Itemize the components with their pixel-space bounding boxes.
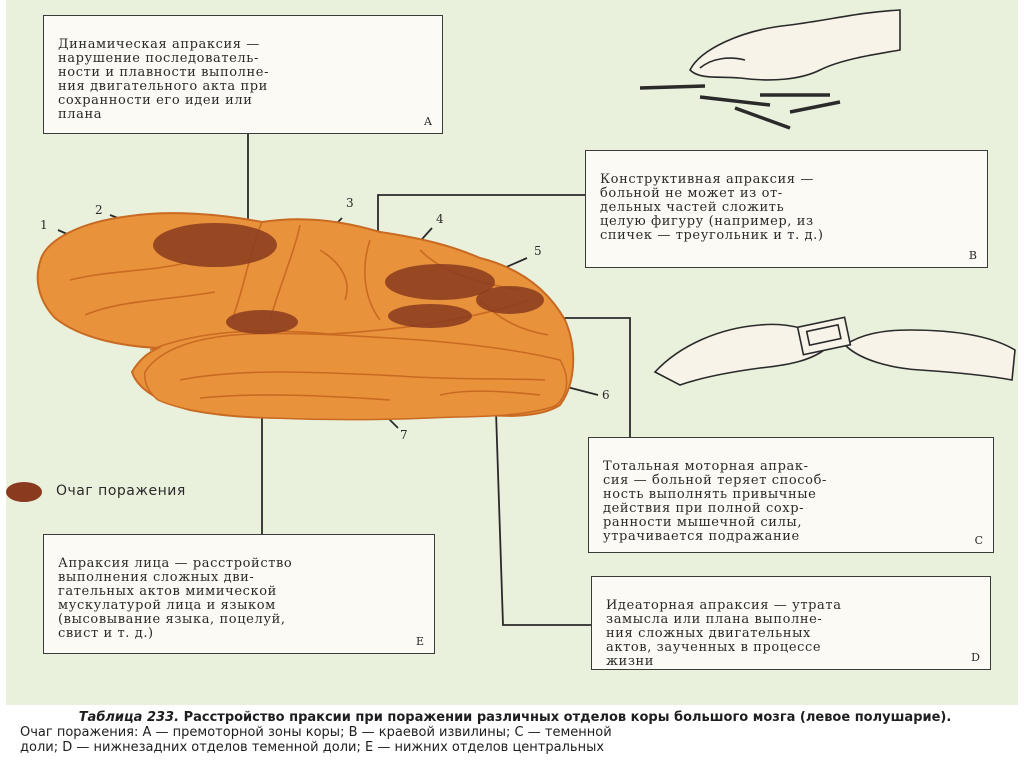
lesion-premotor [153,223,277,267]
box-facial-apraxia: Апраксия лица — расстройство выполнения … [43,534,435,654]
box-a-letter: A [424,115,432,129]
region-number-3: 3 [346,196,354,210]
box-d-letter: D [971,651,980,665]
match-1 [640,86,705,88]
box-c-text: Тотальная моторная апрак- сия — больной … [603,460,983,544]
box-a-text: Динамическая апраксия — нарушение послед… [58,38,432,122]
caption-line-2: доли; D — нижнезадних отделов теменной д… [20,740,1010,755]
box-b-letter: B [969,249,977,263]
box-c-letter: C [975,534,983,548]
lesion-legend-label: Очаг поражения [56,483,186,499]
caption-title-line: Таблица 233. Расстройство праксии при по… [20,710,1010,725]
region-number-4: 4 [436,212,444,226]
box-ideational-apraxia: Идеаторная апраксия — утрата замысла или… [591,576,991,670]
figure-caption: Таблица 233. Расстройство праксии при по… [20,710,1010,755]
lesion-posterior-parietal [476,286,544,314]
box-e-letter: E [416,635,424,649]
box-dynamic-apraxia: Динамическая апраксия — нарушение послед… [43,15,443,134]
lesion-supramarginal [385,264,495,300]
box-e-text: Апраксия лица — расстройство выполнения … [58,557,424,641]
region-number-5: 5 [534,244,542,258]
box-total-motor-apraxia: Тотальная моторная апрак- сия — больной … [588,437,994,553]
lesion-lower-central [226,310,298,334]
region-number-7: 7 [400,428,408,442]
caption-table-ref: Таблица 233. [79,710,179,725]
box-d-text: Идеаторная апраксия — утрата замысла или… [606,599,980,669]
region-number-6: 6 [602,388,610,402]
box-b-text: Конструктивная апраксия — больной не мож… [600,173,977,243]
caption-title: Расстройство праксии при поражении разли… [184,710,952,725]
lesion-parietal-lower [388,304,472,328]
caption-line-1: Очаг поражения: A — премоторной зоны кор… [20,725,1010,740]
lesion-legend-swatch [6,482,42,502]
region-number-2: 2 [95,203,103,217]
box-constructive-apraxia: Конструктивная апраксия — больной не мож… [585,150,988,268]
region-number-1: 1 [40,218,48,232]
